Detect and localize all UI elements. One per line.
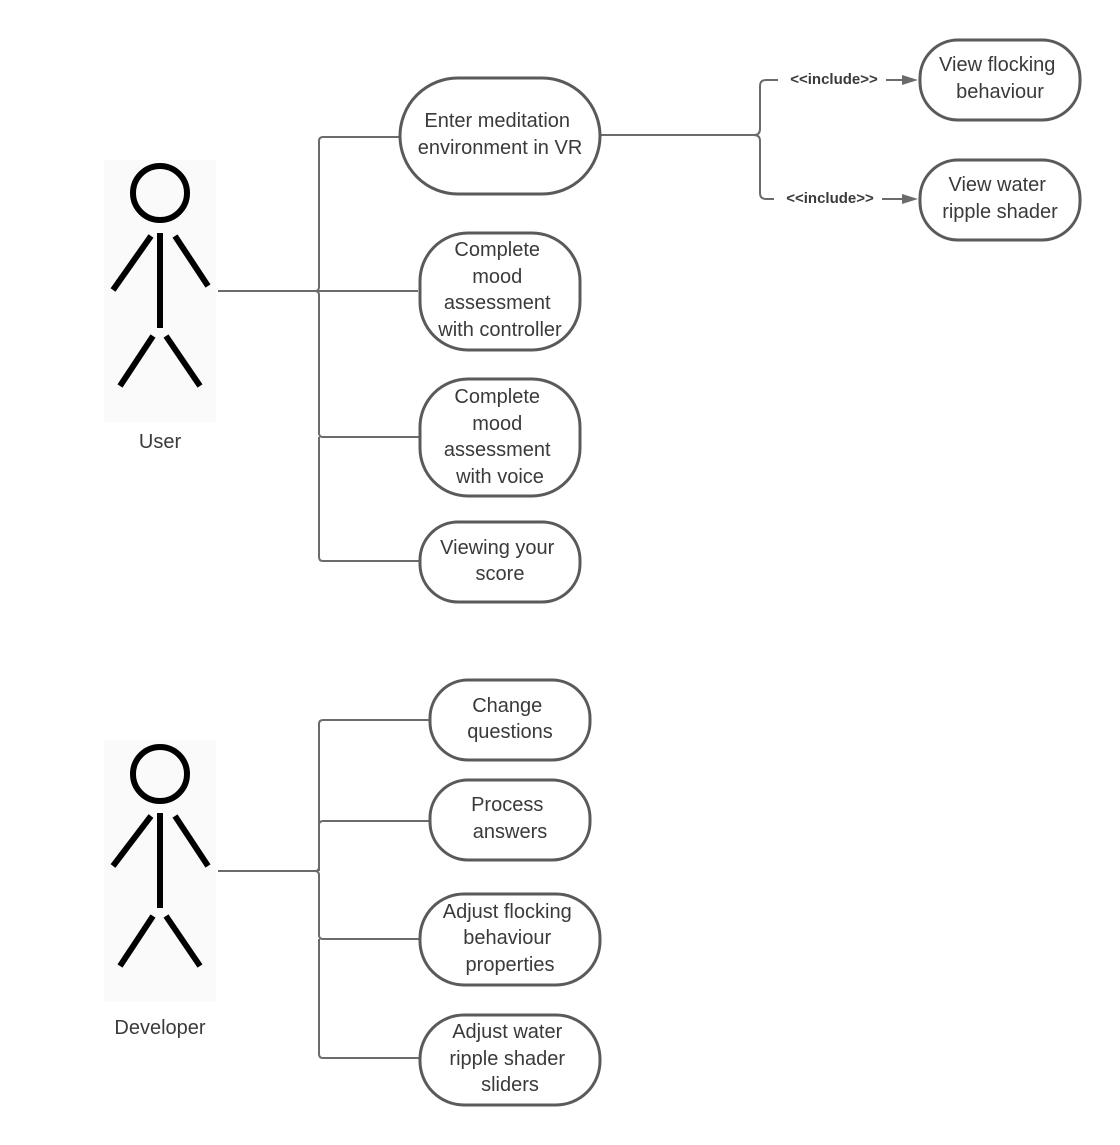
use-case-mood-voice-label: Complete mood assessment with voice xyxy=(444,386,556,488)
use-case-process-answers-label: Process answers xyxy=(471,794,549,843)
use-case-change-questions-label: Change questions xyxy=(467,695,553,743)
use-case-enter-meditation-label: Enter meditation environment in VR xyxy=(418,110,583,159)
use-case-enter-meditation xyxy=(398,76,602,196)
use-case-view-flocking xyxy=(918,38,1082,122)
developer-actor-icon xyxy=(110,744,211,968)
use-case-view-water xyxy=(918,158,1082,242)
use-case-view-flocking-label: View flocking behaviour xyxy=(939,54,1061,103)
use-case-viewing-score xyxy=(418,520,582,604)
include-connectors xyxy=(600,75,918,204)
use-case-process-answers xyxy=(428,778,592,862)
use-case-adjust-flocking-label: Adjust flocking behaviour properties xyxy=(443,901,578,976)
developer-actor-label: Developer xyxy=(114,1017,206,1039)
user-connectors xyxy=(218,136,420,562)
use-case-mood-controller-label: Complete mood assessment with controller xyxy=(437,239,562,341)
use-case-adjust-water xyxy=(418,1013,602,1107)
include-label-flocking: <<include>> xyxy=(790,71,878,88)
user-actor-label: User xyxy=(139,431,182,453)
use-case-mood-voice xyxy=(418,377,582,498)
user-actor-icon xyxy=(110,163,211,388)
use-case-view-water-label: View water ripple shader xyxy=(942,174,1058,223)
use-case-change-questions xyxy=(428,678,592,762)
developer-connectors xyxy=(218,719,430,1059)
use-case-mood-controller xyxy=(418,231,582,352)
use-case-viewing-score-label: Viewing your score xyxy=(440,537,560,585)
include-label-water: <<include>> xyxy=(786,190,874,207)
use-case-adjust-water-label: Adjust water ripple shader sliders xyxy=(449,1021,570,1096)
use-case-adjust-flocking xyxy=(418,892,602,987)
